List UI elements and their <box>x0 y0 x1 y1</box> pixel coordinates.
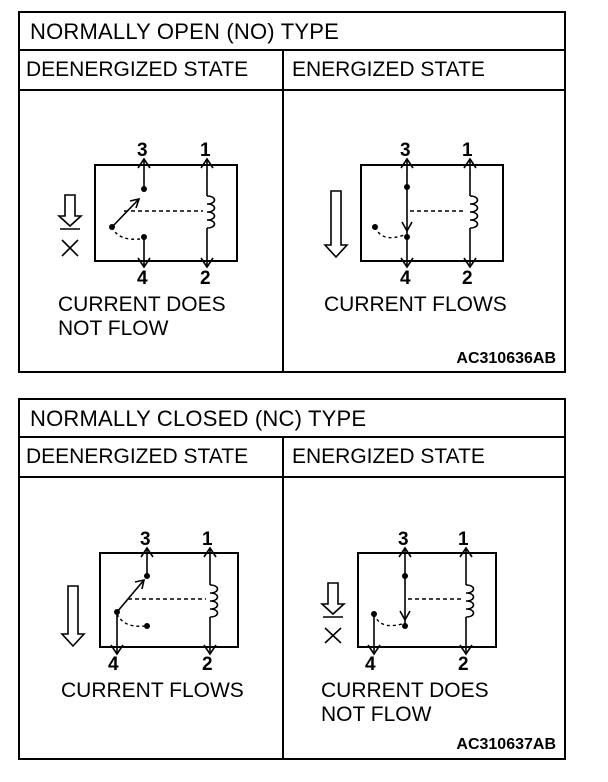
current-flow-arrow-icon <box>60 585 86 648</box>
deenergized-header-label: DEENERGIZED STATE <box>26 445 249 468</box>
deenergized-header: DEENERGIZED STATE <box>20 438 284 478</box>
no-deenergized-relay: 3 1 4 2 <box>56 140 238 289</box>
nc-type-panel: NORMALLY CLOSED (NC) TYPE DEENERGIZED ST… <box>18 398 566 760</box>
panel-title-bar: NORMALLY CLOSED (NC) TYPE <box>20 400 564 438</box>
deenergized-header-label: DEENERGIZED STATE <box>26 58 249 81</box>
panel-title: NORMALLY OPEN (NO) TYPE <box>30 19 340 44</box>
caption-line: NOT FLOW <box>321 703 432 726</box>
caption-line: CURRENT FLOWS <box>324 293 507 316</box>
contact-4 <box>402 623 408 629</box>
caption-line: CURRENT DOES <box>58 293 226 316</box>
armature-arm <box>116 579 145 613</box>
column-divider <box>282 476 284 758</box>
nc-deenergized-relay: 3 1 4 2 <box>60 529 239 675</box>
panel-title-bar: NORMALLY OPEN (NO) TYPE <box>20 13 564 51</box>
terminal-2-label: 2 <box>462 268 473 289</box>
figure-code: AC310636AB <box>456 350 556 367</box>
contact-3 <box>404 184 410 190</box>
coil-symbol <box>209 584 219 618</box>
terminal-4-label: 4 <box>108 654 119 675</box>
caption-line: NOT FLOW <box>58 317 169 340</box>
nc-energized-caption: CURRENT DOES NOT FLOW <box>321 679 489 727</box>
no-energized-caption: CURRENT FLOWS <box>324 293 507 317</box>
nc-deenergized-caption: CURRENT FLOWS <box>61 679 244 703</box>
no-energized-relay: 3 1 4 2 <box>323 140 504 289</box>
terminal-4-label: 4 <box>400 268 411 289</box>
terminal-3-label: 3 <box>398 529 409 550</box>
coil-symbol <box>465 584 475 618</box>
nc-energized-relay: 3 1 4 2 <box>319 529 497 675</box>
relay-housing <box>99 552 239 648</box>
column-divider <box>282 89 284 371</box>
energized-header-label: ENERGIZED STATE <box>292 445 485 468</box>
terminal-3-label: 3 <box>140 529 151 550</box>
deenergized-header: DEENERGIZED STATE <box>20 51 284 91</box>
terminal-3-label: 3 <box>400 140 411 161</box>
terminal-2-label: 2 <box>200 268 211 289</box>
figure-code: AC310637AB <box>456 736 556 753</box>
terminal-2-label: 2 <box>458 654 469 675</box>
relay-housing <box>94 164 238 262</box>
terminal-1-label: 1 <box>200 140 211 161</box>
armature-arm <box>111 198 140 228</box>
terminal-1-label: 1 <box>202 529 213 550</box>
terminal-1-label: 1 <box>458 529 469 550</box>
nc-relay-diagrams: 3 1 4 2 <box>60 529 497 675</box>
energized-header: ENERGIZED STATE <box>284 438 564 478</box>
no-deenergized-caption: CURRENT DOES NOT FLOW <box>58 293 226 341</box>
caption-line: CURRENT DOES <box>321 679 489 702</box>
contact-4 <box>141 234 147 240</box>
contact-4 <box>404 234 410 240</box>
current-flow-arrow-icon <box>323 190 349 259</box>
no-relay-diagrams: 3 1 4 2 <box>56 140 504 289</box>
relay-housing <box>360 164 504 262</box>
contact-3 <box>141 186 147 192</box>
relay-housing <box>357 552 497 648</box>
contact-4 <box>144 623 150 629</box>
contact-3 <box>144 573 150 579</box>
no-current-arrow-icon <box>56 194 84 257</box>
terminal-3-label: 3 <box>137 140 148 161</box>
panel-title: NORMALLY CLOSED (NC) TYPE <box>30 406 367 431</box>
coil-symbol <box>206 195 216 229</box>
energized-header-label: ENERGIZED STATE <box>292 58 485 81</box>
terminal-4-label: 4 <box>137 268 148 289</box>
terminal-2-label: 2 <box>202 654 213 675</box>
coil-symbol <box>469 195 479 229</box>
energized-header: ENERGIZED STATE <box>284 51 564 91</box>
no-current-arrow-icon <box>319 582 347 644</box>
no-type-panel: NORMALLY OPEN (NO) TYPE DEENERGIZED STAT… <box>18 11 566 373</box>
terminal-1-label: 1 <box>462 140 473 161</box>
terminal-4-label: 4 <box>365 654 376 675</box>
caption-line: CURRENT FLOWS <box>61 679 244 702</box>
contact-3 <box>402 573 408 579</box>
